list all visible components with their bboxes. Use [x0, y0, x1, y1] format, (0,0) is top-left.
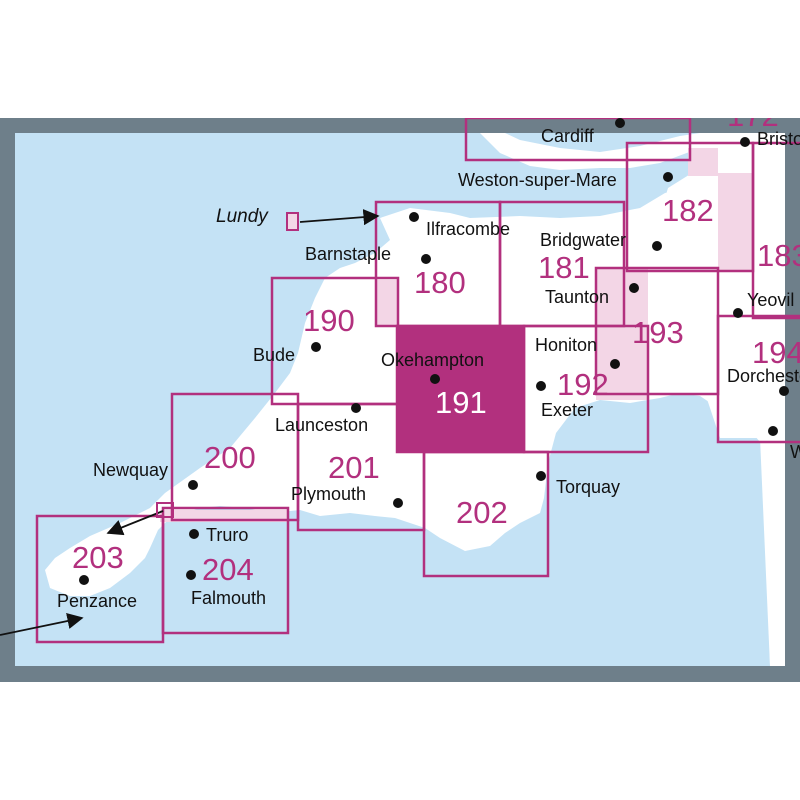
town-dot-launceston — [351, 403, 361, 413]
sheet-number-200[interactable]: 200 — [204, 440, 256, 475]
town-dot-dorchester — [779, 386, 789, 396]
sheet-number-180[interactable]: 180 — [414, 265, 466, 300]
sheet-border-183 — [751, 141, 800, 320]
town-label-okehampton: Okehampton — [381, 350, 484, 370]
town-label-bristol: Bristol — [757, 129, 800, 149]
sheet-number-193[interactable]: 193 — [632, 315, 684, 350]
town-dots — [79, 118, 789, 585]
sheet-191-highlight[interactable] — [397, 326, 524, 452]
town-dot-weymouth — [768, 426, 778, 436]
lundy-label: Lundy — [216, 206, 269, 227]
town-dot-yeovil — [733, 308, 743, 318]
overlap-tint — [688, 148, 718, 176]
town-label-taunton: Taunton — [545, 287, 609, 307]
town-label-weymouth: Weymouth — [790, 442, 800, 462]
town-label-launceston: Launceston — [275, 415, 368, 435]
town-dot-honiton — [610, 359, 620, 369]
town-dot-ilfracombe — [409, 212, 419, 222]
sheet-number-194[interactable]: 194 — [752, 335, 800, 370]
sheet-number-201[interactable]: 201 — [328, 450, 380, 485]
sheet-number-182[interactable]: 182 — [662, 193, 714, 228]
map-frame: Cardiff Bristol Weston-super-Mare Ilfrac… — [0, 118, 800, 682]
town-labels: Cardiff Bristol Weston-super-Mare Ilfrac… — [57, 126, 800, 611]
sheet-border-191 — [395, 324, 526, 454]
town-dot-penzance — [79, 575, 89, 585]
town-label-penzance: Penzance — [57, 591, 137, 611]
sheet-boundaries — [35, 118, 800, 644]
lundy-arrow — [299, 209, 380, 226]
sheet-number-183[interactable]: 183 — [757, 238, 800, 273]
sheet-border-194 — [716, 314, 800, 444]
sheet-number-192[interactable]: 192 — [557, 367, 609, 402]
town-label-dorchester: Dorchester — [727, 366, 800, 386]
town-dot-bude — [311, 342, 321, 352]
map-canvas: Cardiff Bristol Weston-super-Mare Ilfrac… — [0, 118, 800, 666]
town-label-exeter: Exeter — [541, 400, 593, 420]
town-label-plymouth: Plymouth — [291, 484, 366, 504]
offmap-arrow — [0, 613, 84, 636]
scilly-inset-box[interactable] — [156, 502, 174, 518]
town-label-newquay: Newquay — [93, 460, 168, 480]
town-dot-falmouth — [186, 570, 196, 580]
sheet-number-204[interactable]: 204 — [202, 552, 254, 587]
overlap-tint — [596, 268, 648, 400]
town-label-weston: Weston-super-Mare — [458, 170, 617, 190]
town-label-yeovil: Yeovil — [747, 290, 794, 310]
town-label-bridgwater: Bridgwater — [540, 230, 626, 250]
town-dot-newquay — [188, 480, 198, 490]
sheet-number-181[interactable]: 181 — [538, 250, 590, 285]
town-label-barnstaple: Barnstaple — [305, 244, 391, 264]
scilly-arrow — [106, 510, 164, 536]
sheet-number-203[interactable]: 203 — [72, 540, 124, 575]
town-dot-bristol — [740, 137, 750, 147]
town-dot-taunton — [629, 283, 639, 293]
town-dot-truro — [189, 529, 199, 539]
sheet-border-204 — [161, 506, 290, 635]
town-dot-weston — [663, 172, 673, 182]
sheet-number-172[interactable]: 172 — [727, 118, 779, 133]
town-label-falmouth: Falmouth — [191, 588, 266, 608]
town-label-ilfracombe: Ilfracombe — [426, 219, 510, 239]
sheet-border-172 — [464, 118, 692, 162]
overlap-tint — [376, 280, 398, 326]
town-dot-plymouth — [393, 498, 403, 508]
town-dot-bridgwater — [652, 241, 662, 251]
town-label-cardiff: Cardiff — [541, 126, 595, 146]
sheet-number-191[interactable]: 191 — [435, 385, 487, 420]
town-label-bude: Bude — [253, 345, 295, 365]
overlap-tint — [718, 173, 753, 271]
sheet-numbers: 172 180 181 182 183 190 191 192 193 194 … — [72, 118, 800, 587]
sheet-number-202[interactable]: 202 — [456, 495, 508, 530]
town-dot-okehampton — [430, 374, 440, 384]
town-dot-torquay — [536, 471, 546, 481]
town-dot-barnstaple — [421, 254, 431, 264]
sheet-number-190[interactable]: 190 — [303, 303, 355, 338]
town-label-torquay: Torquay — [556, 477, 620, 497]
lundy-inset-box[interactable] — [286, 212, 299, 231]
town-dot-exeter — [536, 381, 546, 391]
town-label-truro: Truro — [206, 525, 248, 545]
town-dot-cardiff — [615, 118, 625, 128]
town-label-honiton: Honiton — [535, 335, 597, 355]
